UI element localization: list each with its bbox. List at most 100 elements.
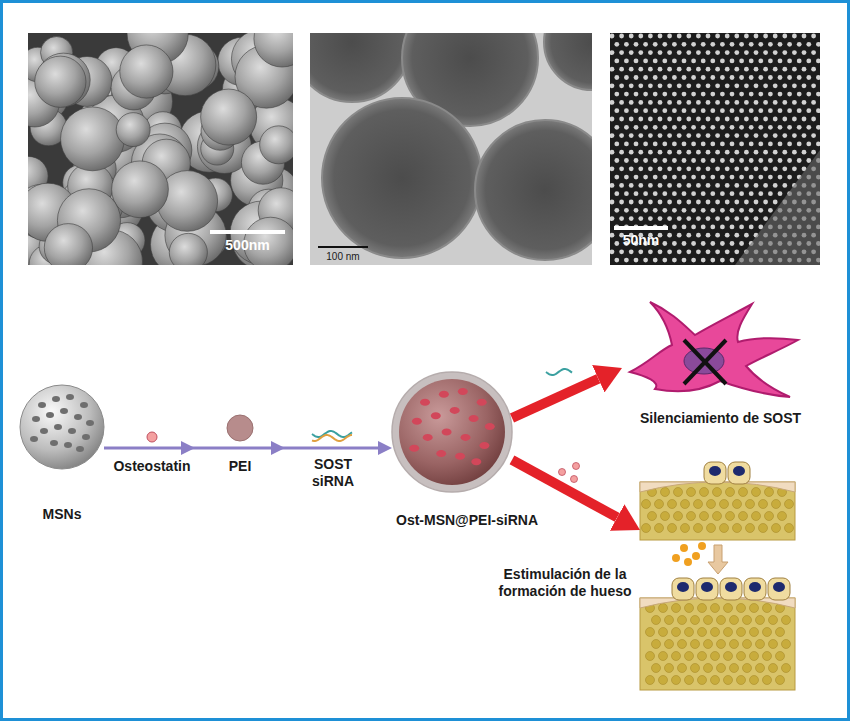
osteoblast-nucleus	[701, 582, 713, 592]
bone-pore	[743, 616, 752, 625]
pore-dot	[638, 249, 643, 254]
pore-dot	[610, 233, 614, 238]
pore-dot	[792, 83, 797, 88]
pore-dot	[614, 42, 619, 47]
bone-pore	[730, 664, 739, 673]
pore-dot	[667, 216, 672, 221]
pore-dot	[677, 67, 682, 72]
pore-dot	[648, 100, 653, 105]
pore-dot	[710, 208, 715, 213]
pore-dot	[624, 258, 629, 263]
pore-dot	[648, 34, 653, 39]
step-label: SOST siRNA	[304, 456, 362, 490]
pore-dot	[806, 59, 811, 64]
growth-factor-dot	[698, 542, 706, 550]
pore-dot	[715, 100, 720, 105]
pore-dot	[763, 183, 768, 188]
pore-dot	[638, 166, 643, 171]
pore-dot	[672, 92, 677, 97]
bone-pore	[739, 512, 748, 521]
pore-dot	[691, 92, 696, 97]
pore-dot	[734, 249, 739, 254]
pore-dot	[720, 142, 725, 147]
pore-dot	[782, 133, 787, 138]
pore-dot	[710, 108, 715, 113]
pore-dot	[754, 67, 759, 72]
bone-pore	[700, 488, 709, 497]
pore-dot	[754, 50, 759, 55]
pore-dot	[648, 150, 653, 155]
loaded-pore	[458, 388, 468, 395]
pore-dot	[758, 125, 763, 130]
pore-dot	[610, 50, 614, 55]
pore-lattice	[610, 34, 820, 265]
pore-dot	[667, 249, 672, 254]
osteoblast	[744, 578, 766, 600]
bone-pore	[691, 640, 700, 649]
pore-dot	[662, 208, 667, 213]
pore-dot	[758, 75, 763, 80]
pore-dot	[730, 59, 735, 64]
pore-dot	[653, 108, 658, 113]
sem-sphere	[44, 224, 92, 265]
peptide-dot	[573, 463, 580, 470]
pore	[66, 394, 74, 400]
loaded-pore	[423, 434, 433, 441]
pore-dot	[634, 108, 639, 113]
bone-pore	[750, 676, 759, 685]
pore-dot	[696, 166, 701, 171]
pore-dot	[806, 92, 811, 97]
pore-dot	[643, 92, 648, 97]
pore-dot	[792, 67, 797, 72]
loaded-pore	[442, 429, 452, 436]
scale-bar	[210, 230, 285, 234]
bone-pore	[678, 640, 687, 649]
pore-dot	[773, 133, 778, 138]
loaded-pore	[436, 450, 446, 457]
pore-dot	[677, 83, 682, 88]
pore-dot	[686, 200, 691, 205]
pore-dot	[614, 108, 619, 113]
tem-micrograph	[310, 33, 592, 265]
pore-dot	[677, 34, 682, 39]
pore-dot	[720, 92, 725, 97]
pore-dot	[739, 59, 744, 64]
pore-dot	[696, 216, 701, 221]
pore-dot	[629, 100, 634, 105]
pore-dot	[758, 42, 763, 47]
pore-dot	[802, 100, 807, 105]
pore-dot	[811, 150, 816, 155]
pore-dot	[686, 249, 691, 254]
bone-pore	[659, 652, 668, 661]
pore-dot	[758, 191, 763, 196]
pore-dot	[797, 92, 802, 97]
pore-dot	[706, 249, 711, 254]
node-label: Ost-MSN@PEI-siRNA	[357, 512, 577, 529]
pore-dot	[662, 258, 667, 263]
bone-pore	[646, 676, 655, 685]
pore-dot	[667, 50, 672, 55]
bone-pore	[685, 652, 694, 661]
bone-pore	[713, 488, 722, 497]
pore-dot	[653, 191, 658, 196]
pore-dot	[787, 158, 792, 163]
pore-dot	[778, 75, 783, 80]
bone-pore	[746, 524, 755, 533]
tem-sphere	[475, 120, 592, 260]
pore-dot	[797, 125, 802, 130]
pore-dot	[658, 100, 663, 105]
bone-pore	[763, 676, 772, 685]
bone-pore	[685, 676, 694, 685]
bone-pore	[769, 664, 778, 673]
pore-dot	[667, 83, 672, 88]
cross-mark	[684, 340, 726, 384]
pore-dot	[667, 200, 672, 205]
pore-dot	[720, 59, 725, 64]
pore-dot	[696, 34, 701, 39]
pore-dot	[610, 166, 614, 171]
cell-body	[630, 302, 798, 397]
pore-dot	[634, 191, 639, 196]
pore-dot	[816, 42, 820, 47]
sem-sphere	[254, 33, 293, 67]
pore-dot	[710, 142, 715, 147]
